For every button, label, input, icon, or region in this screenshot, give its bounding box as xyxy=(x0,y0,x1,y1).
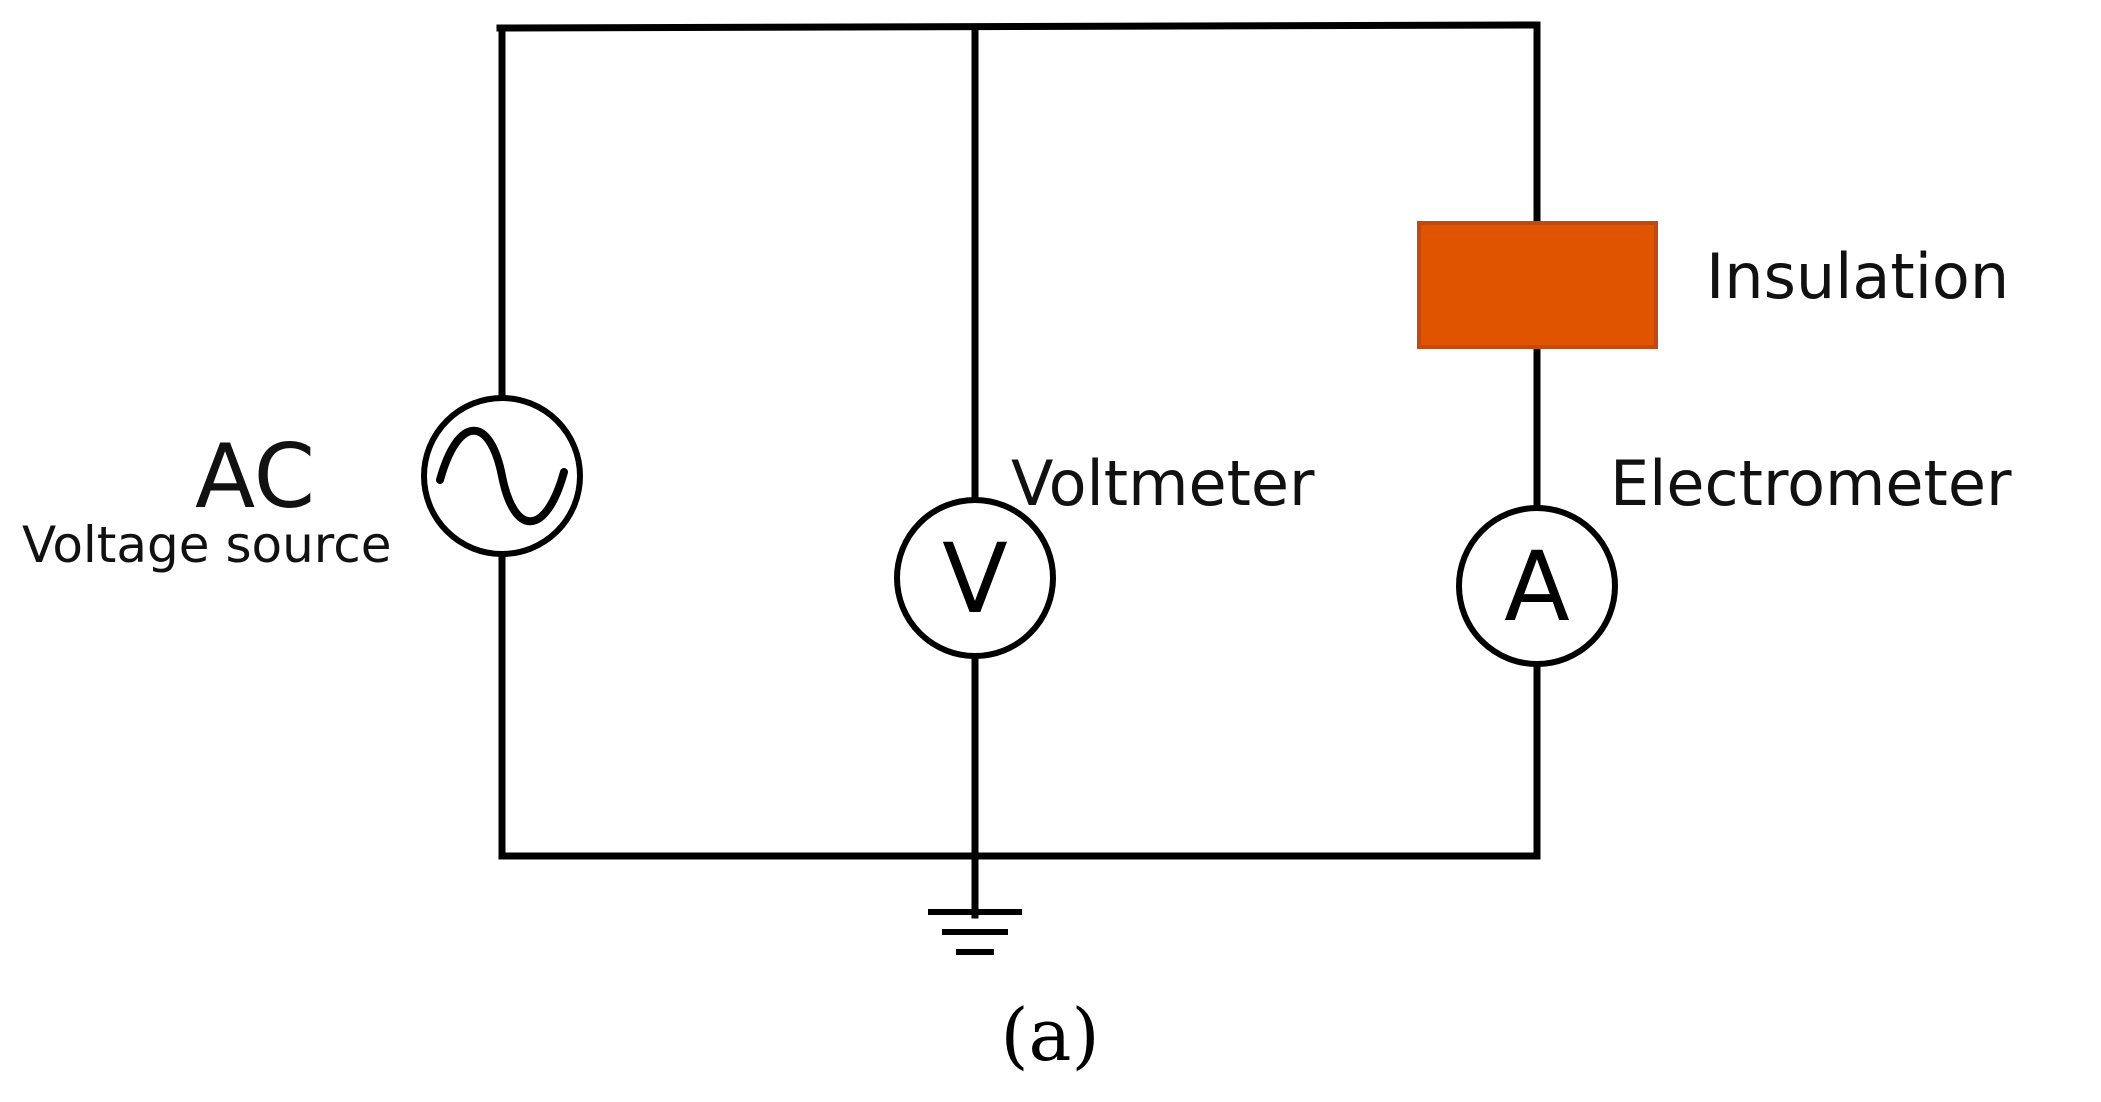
ammeter-circle xyxy=(1456,505,1618,667)
electrometer-label: Electrometer xyxy=(1610,447,2012,520)
insulation-block xyxy=(1417,221,1658,349)
insulation-label: Insulation xyxy=(1706,240,2009,313)
ac-source xyxy=(421,395,583,557)
top-wire xyxy=(496,21,1541,32)
ac-label: AC xyxy=(195,425,315,528)
voltage-source-label: Voltage source xyxy=(22,516,391,574)
voltmeter-symbol: V xyxy=(942,523,1008,635)
voltmeter: V xyxy=(894,497,1056,659)
figure-caption: (a) xyxy=(1000,993,1099,1077)
ammeter-symbol: A xyxy=(1504,531,1570,643)
ground-icon xyxy=(928,909,1022,955)
voltmeter-circle xyxy=(894,497,1056,659)
electrometer: A xyxy=(1456,505,1618,667)
voltmeter-label: Voltmeter xyxy=(1011,447,1315,520)
sine-wave-icon xyxy=(436,426,568,526)
